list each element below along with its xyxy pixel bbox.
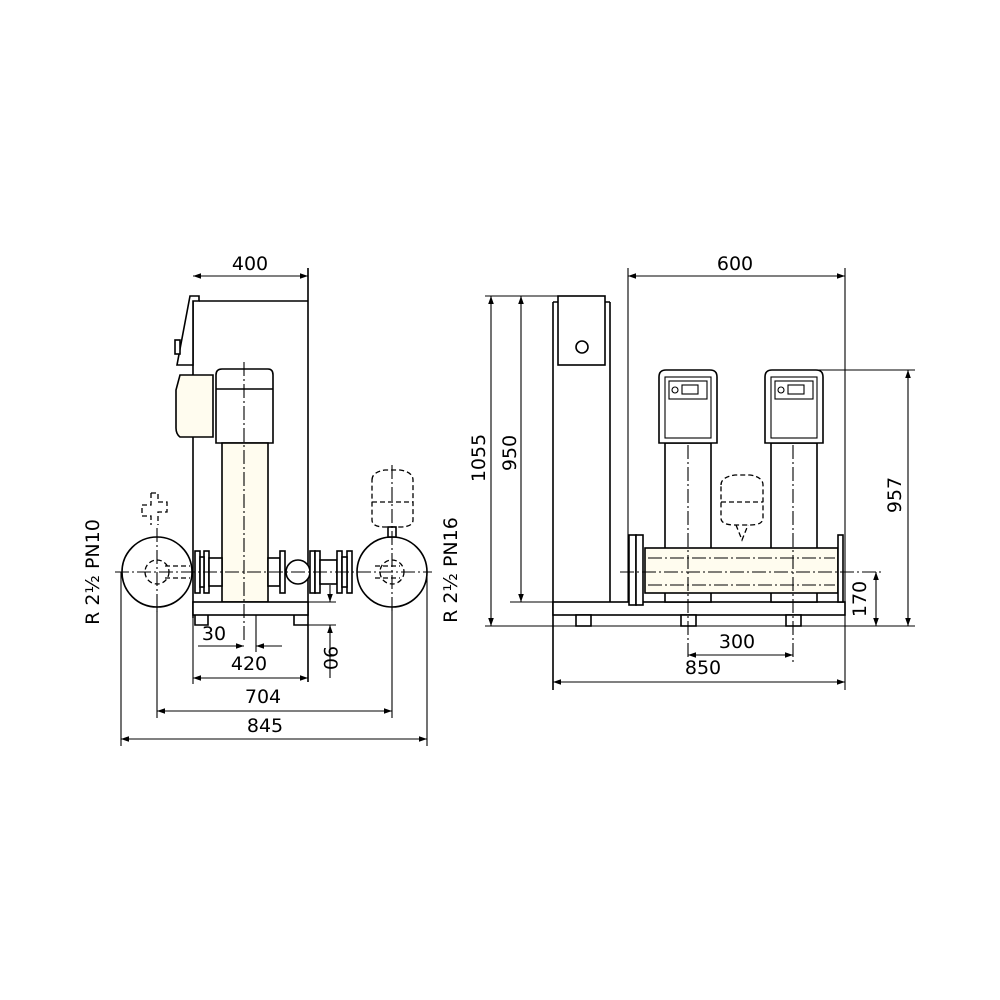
dim-label-90: 90 [319, 646, 341, 670]
valve-optional [141, 492, 168, 525]
base-frame [552, 601, 846, 616]
pump-column [221, 442, 269, 603]
dim-label-400: 400 [232, 253, 268, 275]
dim-label-1055: 1055 [468, 434, 490, 482]
panel-handle [174, 339, 181, 355]
dim-label-850: 850 [685, 657, 721, 679]
dim-label-420: 420 [231, 653, 267, 675]
base-frame [192, 601, 309, 616]
dim-label-845: 845 [247, 715, 283, 737]
cabinet-panel [176, 295, 200, 366]
dim-label-600: 600 [717, 253, 753, 275]
side-view: 400 30 420 90 704 845 R 2½ PN10 R 2½ PN1… [82, 253, 462, 746]
cabinet-switch [575, 340, 589, 354]
dim-label-300: 300 [719, 631, 755, 653]
dim-label-170: 170 [849, 581, 871, 617]
pressure-vessel-optional [371, 469, 414, 528]
front-view: 600 1055 950 957 170 300 850 [468, 253, 915, 690]
pressure-vessel-optional [720, 474, 764, 542]
inlet-connection-label: R 2½ PN10 [82, 519, 104, 625]
outlet-connection-label: R 2½ PN16 [440, 517, 462, 623]
dim-label-704: 704 [245, 686, 281, 708]
cabinet-top-box [557, 295, 606, 366]
pump-control-unit [175, 374, 214, 438]
dim-label-30: 30 [202, 623, 226, 645]
manifold [644, 547, 839, 594]
control-cabinet-side [552, 301, 611, 690]
dim-label-950: 950 [499, 435, 521, 471]
base-feet [194, 615, 308, 626]
dim-label-957: 957 [884, 477, 906, 513]
